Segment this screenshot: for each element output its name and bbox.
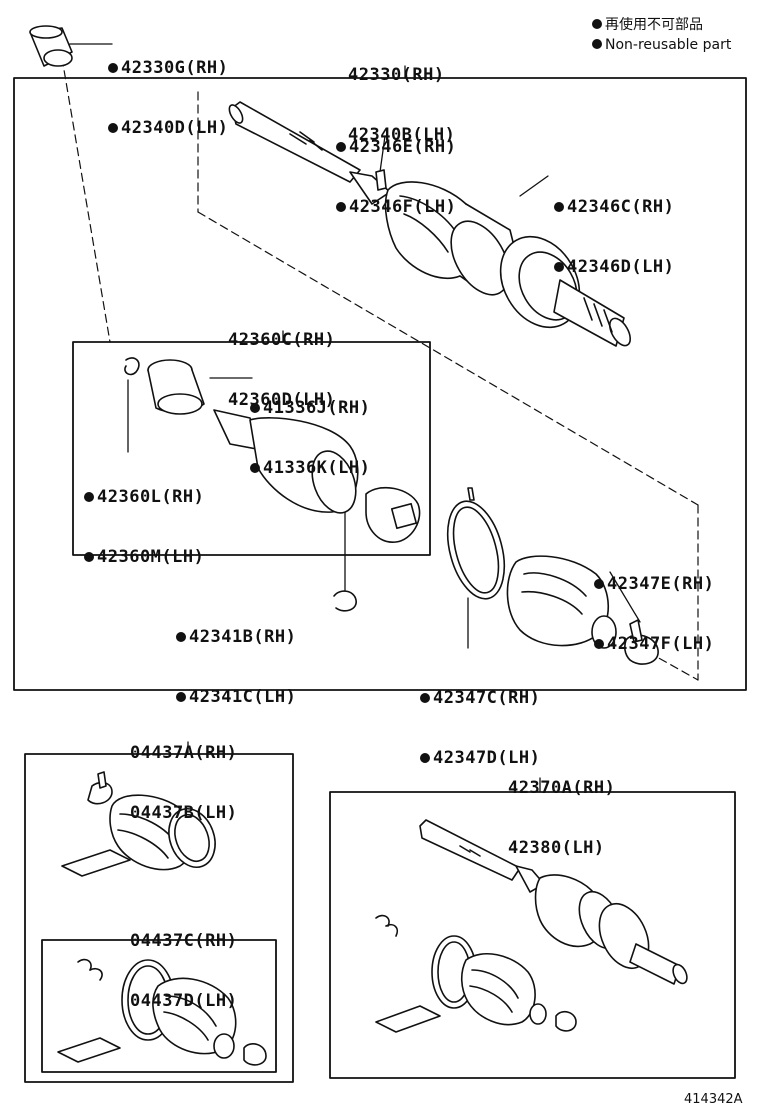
bullet-icon	[592, 19, 602, 29]
non-reusable-icon	[594, 639, 604, 649]
label-42346c[interactable]: 42346C(RH) 42346D(LH)	[554, 157, 674, 317]
non-reusable-icon	[176, 692, 186, 702]
shaft-assembly-frame	[329, 791, 736, 1079]
inboard-joint-frame	[72, 341, 431, 556]
boot-kit-c-contents	[57, 958, 267, 1066]
non-reusable-icon	[108, 123, 118, 133]
label-42347c[interactable]: 42347C(RH) 42347D(LH)	[420, 648, 540, 808]
legend-en: Non-reusable part	[592, 35, 731, 55]
main-assembly-frame	[13, 77, 747, 691]
shaft-assembly-contents	[375, 819, 688, 1033]
boot-kit-outer-frame	[24, 753, 294, 1083]
non-reusable-icon	[336, 202, 346, 212]
inboard-joint-parts	[124, 357, 421, 612]
non-reusable-icon	[84, 492, 94, 502]
non-reusable-icon	[420, 753, 430, 763]
non-reusable-icon	[176, 632, 186, 642]
label-42346e[interactable]: 42346E(RH) 42346F(LH)	[336, 97, 456, 257]
non-reusable-icon	[250, 463, 260, 473]
dashed-guides	[61, 57, 699, 681]
boot-kit-a-contents	[61, 771, 216, 877]
boot-kit-inner-frame	[41, 939, 277, 1073]
small-clamp-42346e	[375, 169, 387, 191]
non-reusable-icon	[84, 552, 94, 562]
non-reusable-icon	[420, 693, 430, 703]
non-reusable-icon	[250, 403, 260, 413]
non-reusable-icon	[594, 579, 604, 589]
label-42347e[interactable]: 42347E(RH) 42347F(LH)	[594, 534, 714, 694]
label-04437c[interactable]: 04437C(RH) 04437D(LH)	[130, 931, 238, 1011]
label-42370a[interactable]: 42370A(RH) 42380(LH)	[508, 778, 616, 858]
legend-jp: 再使用不可部品	[592, 15, 703, 35]
non-reusable-icon	[108, 63, 118, 73]
label-42341b[interactable]: 42341B(RH) 42341C(LH)	[176, 587, 296, 747]
non-reusable-icon	[336, 142, 346, 152]
label-04437a[interactable]: 04437A(RH) 04437B(LH)	[130, 743, 238, 823]
non-reusable-icon	[554, 202, 564, 212]
label-41336j[interactable]: 41336J(RH) 41336K(LH)	[250, 358, 370, 518]
drive-shaft-main	[228, 101, 632, 347]
label-42330[interactable]: 42330(RH) 42340B(LH)	[348, 65, 456, 145]
boot-and-clamps-mid	[446, 487, 659, 665]
boot-ring-top-left	[29, 25, 73, 67]
label-42330g[interactable]: 42330G(RH) 42340D(LH)	[108, 18, 228, 178]
non-reusable-icon	[554, 262, 564, 272]
label-42360l[interactable]: 42360L(RH) 42360M(LH)	[84, 447, 204, 607]
bullet-icon	[592, 39, 602, 49]
figure-reference: 414342A	[684, 1092, 743, 1107]
